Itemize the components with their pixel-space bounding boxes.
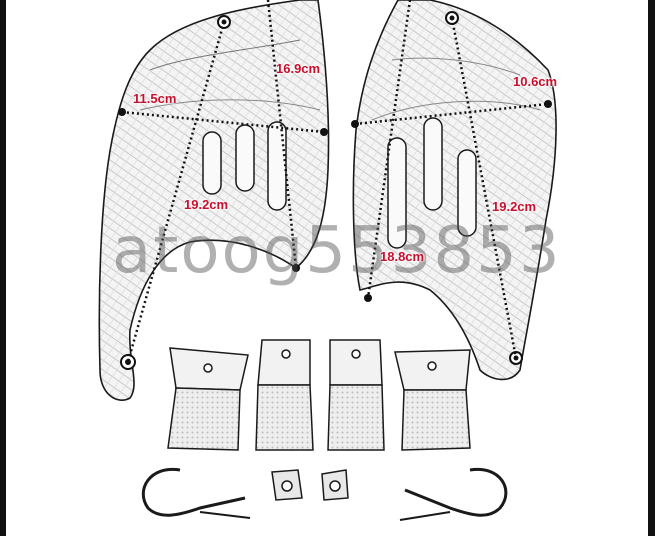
- frame-edge-right: [648, 0, 655, 536]
- vent-slot: [235, 124, 255, 192]
- dimension-left-height: 19.2cm: [184, 197, 229, 212]
- left-heat-shield: [98, 0, 330, 401]
- vent-slot: [423, 117, 443, 211]
- right-heat-shield: [351, 0, 557, 381]
- bracket-3: [327, 339, 385, 451]
- vent-slot: [457, 149, 477, 237]
- clip-nut-1: [271, 469, 303, 501]
- clamp-left: [141, 467, 246, 517]
- clip-nuts: [271, 469, 349, 501]
- clamp-right: [404, 467, 508, 517]
- dimension-right-diagonal: 18.8cm: [380, 249, 425, 264]
- mounting-brackets: [167, 339, 471, 451]
- dimension-left-top: 16.9cm: [276, 61, 321, 76]
- bracket-1: [167, 347, 249, 451]
- clip-nut-2: [321, 469, 349, 501]
- bracket-2: [255, 339, 314, 451]
- vent-slot: [387, 137, 407, 249]
- dimension-left-width: 11.5cm: [133, 91, 177, 106]
- p-clamps: [141, 467, 508, 521]
- bracket-4: [394, 349, 471, 451]
- dimension-right-top: 10.6cm: [513, 74, 558, 89]
- vent-slot: [202, 131, 222, 195]
- frame-edge-left: [0, 0, 6, 536]
- dimension-right-height: 19.2cm: [492, 199, 537, 214]
